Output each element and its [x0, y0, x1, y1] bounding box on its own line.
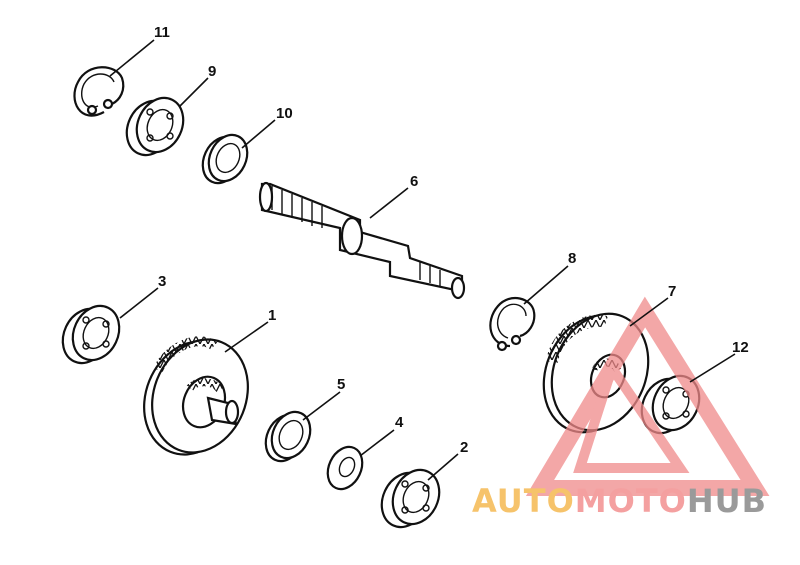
part-1-gear: [143, 336, 249, 456]
part-6-shaft: [258, 181, 466, 300]
callout-9: 9: [208, 63, 216, 80]
part-9-bearing: [125, 96, 185, 157]
callout-11: 11: [154, 24, 170, 41]
leader-lines: [109, 39, 736, 481]
watermark-text: AUTOMOTOHUB: [472, 482, 767, 520]
part-4-thin-washer: [326, 445, 364, 491]
callout-labels: 1 2 3 4 5 6 7 8 9 10 11 12: [154, 24, 749, 456]
watermark-auto: AUTO: [472, 482, 575, 520]
callout-10: 10: [276, 105, 293, 122]
callout-6: 6: [410, 173, 418, 190]
part-3-bearing: [61, 304, 121, 365]
watermark-hub: HUB: [687, 482, 767, 520]
callout-4: 4: [395, 414, 404, 431]
callout-5: 5: [337, 376, 345, 393]
watermark-moto: MOTO: [575, 482, 687, 520]
callout-8: 8: [568, 250, 576, 267]
part-5-washer: [264, 410, 312, 463]
part-8-circlip: [489, 296, 536, 352]
part-11-circlip: [73, 66, 125, 117]
part-2-bearing: [380, 468, 441, 529]
callout-12: 12: [732, 339, 749, 356]
watermark-logo: [525, 296, 770, 496]
part-10-ring: [201, 133, 249, 185]
callout-7: 7: [668, 283, 676, 300]
callout-3: 3: [158, 273, 166, 290]
callout-1: 1: [268, 307, 276, 324]
callout-2: 2: [460, 439, 468, 456]
